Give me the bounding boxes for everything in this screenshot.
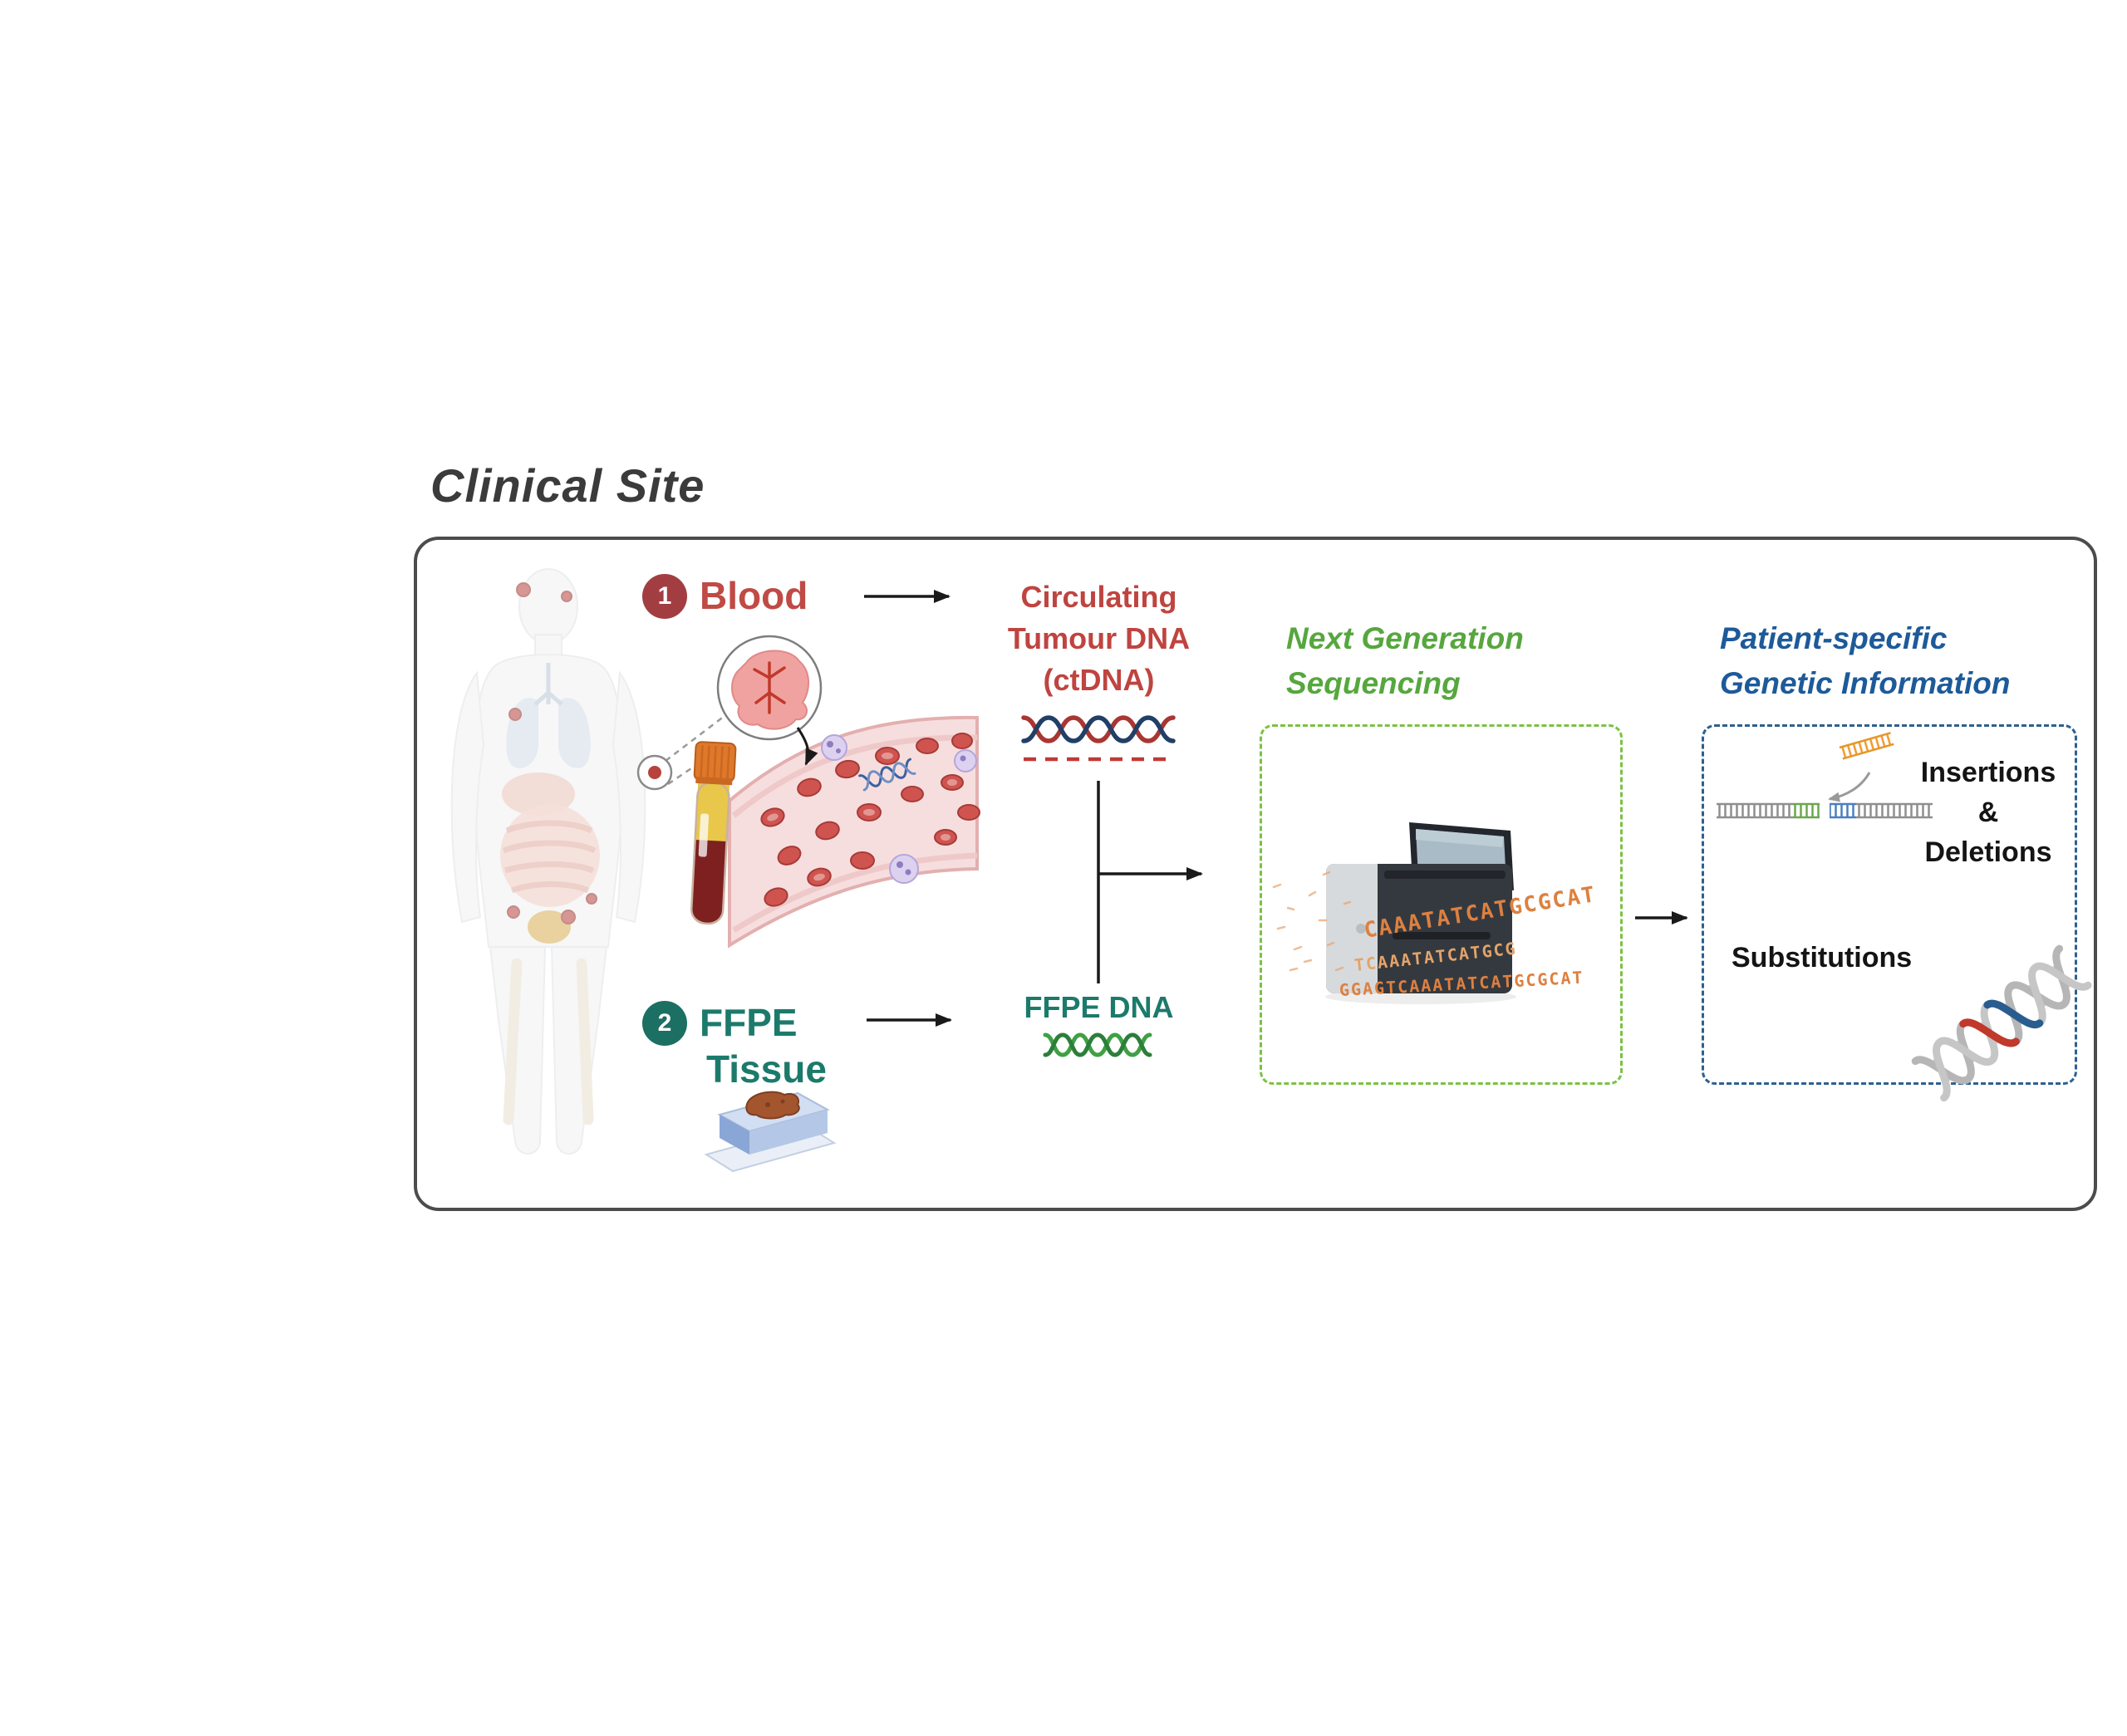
ctdna-label-line3: (ctDNA) — [1043, 663, 1155, 697]
indel-label-line1: Insertions — [1920, 757, 2056, 788]
step-2-badge: 2 — [642, 1001, 687, 1046]
ngs-title-line1: Next Generation — [1286, 621, 1524, 655]
ngs-title: Next Generation Sequencing — [1286, 616, 1524, 706]
blood-label: Blood — [700, 574, 808, 617]
ctdna-label-line2: Tumour DNA — [1007, 621, 1191, 655]
results-title-line2: Genetic Information — [1720, 666, 2011, 700]
ffpe-label-line1: FFPE — [700, 1001, 798, 1044]
ctdna-label-line1: Circulating — [1020, 580, 1177, 614]
step-1-badge: 1 — [642, 574, 687, 619]
ffpe-dna-label: FFPE DNA — [1024, 990, 1174, 1024]
indel-label-line2: & — [1977, 797, 1999, 828]
diagram-title: Clinical Site — [430, 459, 705, 512]
ctdna-label: Circulating Tumour DNA (ctDNA) — [997, 576, 1201, 701]
ngs-title-line2: Sequencing — [1286, 666, 1461, 700]
indel-label: Insertions & Deletions — [1903, 753, 2074, 872]
ffpe-label-line2: Tissue — [706, 1047, 827, 1091]
results-title: Patient-specific Genetic Information — [1720, 616, 2010, 706]
substitutions-label: Substitutions — [1732, 942, 1913, 973]
results-dashed-box — [1702, 724, 2077, 1085]
results-title-line1: Patient-specific — [1720, 621, 1948, 655]
ngs-dashed-box — [1260, 724, 1623, 1085]
indel-label-line3: Deletions — [1924, 836, 2052, 868]
